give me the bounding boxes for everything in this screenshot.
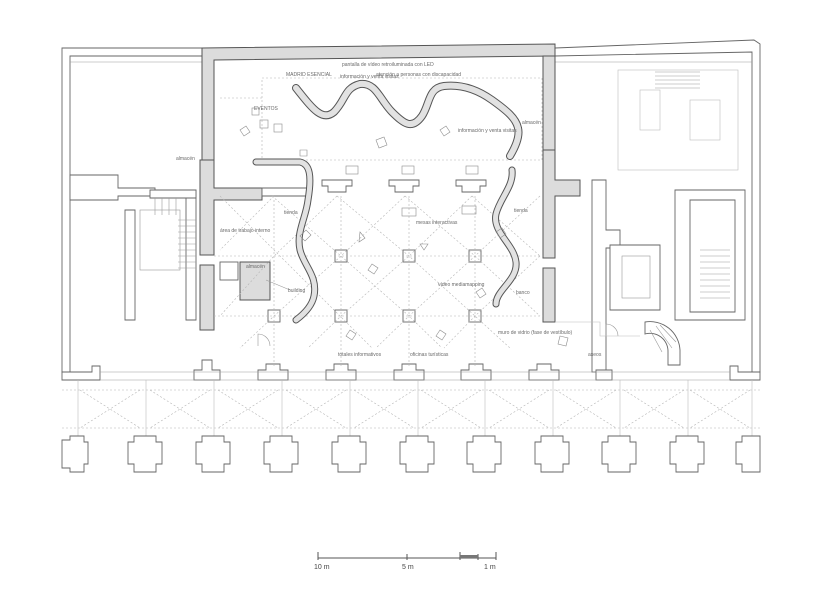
label-disability-care: atención a personas con discapacidad bbox=[376, 72, 461, 78]
portico-arcade bbox=[62, 380, 760, 440]
stairs bbox=[154, 71, 730, 366]
label-info-panels: totales informativos bbox=[338, 352, 382, 358]
label-bench: banco bbox=[516, 290, 530, 296]
scale-bar: 10 m 5 m 1 m bbox=[314, 552, 497, 571]
furniture bbox=[239, 107, 640, 347]
new-walls bbox=[199, 43, 581, 331]
label-storage-small: almacén bbox=[522, 120, 541, 126]
vault-grid bbox=[214, 77, 543, 368]
label-tourist-offices: oficinas turísticas bbox=[410, 352, 449, 358]
label-video-mapping: vídeo mediamapping bbox=[438, 282, 485, 288]
label-info-visits-top: información y venta visitas bbox=[340, 74, 399, 80]
scale-label-5m: 5 m bbox=[402, 564, 414, 571]
label-info-visits-right: información y venta visitas bbox=[458, 128, 517, 134]
led-screen-ribbon bbox=[252, 79, 523, 324]
portico-columns bbox=[61, 435, 761, 473]
label-building: building bbox=[288, 288, 305, 294]
scale-label-1m: 1 m bbox=[484, 564, 496, 571]
label-work-area: área de trabajo interno bbox=[220, 228, 271, 234]
interior-partitions bbox=[69, 69, 746, 373]
scale-label-10m: 10 m bbox=[314, 564, 330, 571]
hall-columns bbox=[261, 179, 487, 323]
label-led-screen: pantalla de vídeo retroiluminada con LED bbox=[342, 62, 434, 68]
label-madrid-esencial: MADRID ESENCIAL bbox=[286, 72, 332, 78]
plan-labels: pantalla de vídeo retroiluminada con LED… bbox=[176, 62, 602, 358]
label-shop-right: tienda bbox=[514, 208, 528, 214]
label-glass-wall: muro de vidrio (fase de vestíbulo) bbox=[498, 330, 573, 336]
label-shop-left: tienda bbox=[284, 210, 298, 216]
gallery-piers bbox=[61, 359, 761, 381]
label-toilets: aseos bbox=[588, 352, 602, 358]
label-storage-mid: almacén bbox=[246, 264, 265, 270]
label-eventos: EVENTOS bbox=[254, 106, 278, 112]
label-interactive-tables: mesas interactivas bbox=[416, 220, 458, 226]
label-storage-top: almacén bbox=[176, 156, 195, 162]
